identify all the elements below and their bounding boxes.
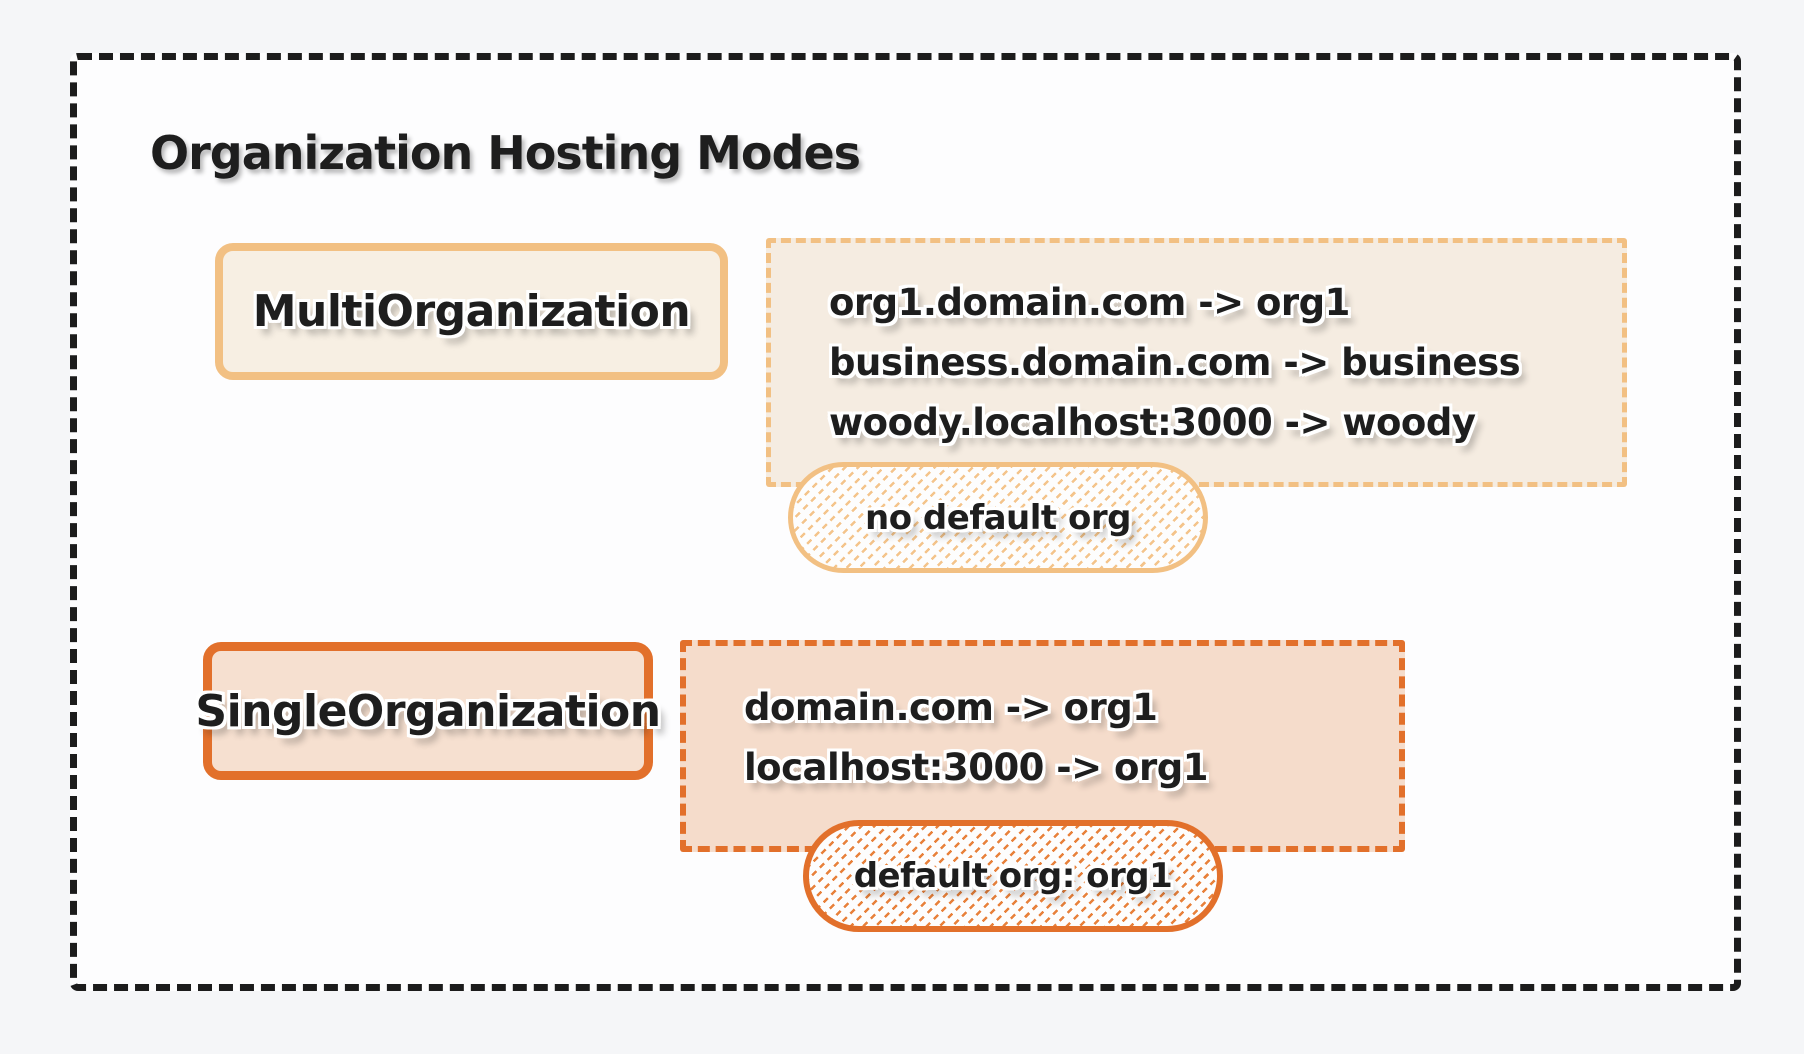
- single-organization-box: SingleOrganization: [195, 642, 661, 780]
- mapping-line-domain: domain.com -> org1: [744, 686, 1158, 729]
- single-organization-badge: default org: org1: [803, 820, 1223, 932]
- mapping-line-woody: woody.localhost:3000 -> woody: [829, 400, 1476, 444]
- mapping-line-localhost: localhost:3000 -> org1: [744, 746, 1208, 789]
- multi-organization-box: MultiOrganization: [215, 243, 728, 380]
- mapping-line-business: business.domain.com -> business: [829, 340, 1521, 384]
- multi-organization-badge-label: no default org: [865, 497, 1131, 538]
- diagram-title: Organization Hosting Modes: [150, 126, 861, 180]
- multi-organization-mappings-box: org1.domain.com -> org1 business.domain.…: [766, 238, 1627, 487]
- multi-organization-badge: no default org: [788, 462, 1208, 573]
- single-organization-label: SingleOrganization: [195, 685, 661, 737]
- single-organization-badge-label: default org: org1: [853, 856, 1173, 896]
- mapping-line-org1: org1.domain.com -> org1: [829, 280, 1350, 324]
- multi-organization-label: MultiOrganization: [252, 286, 691, 337]
- single-organization-mappings-box: domain.com -> org1 localhost:3000 -> org…: [680, 640, 1405, 852]
